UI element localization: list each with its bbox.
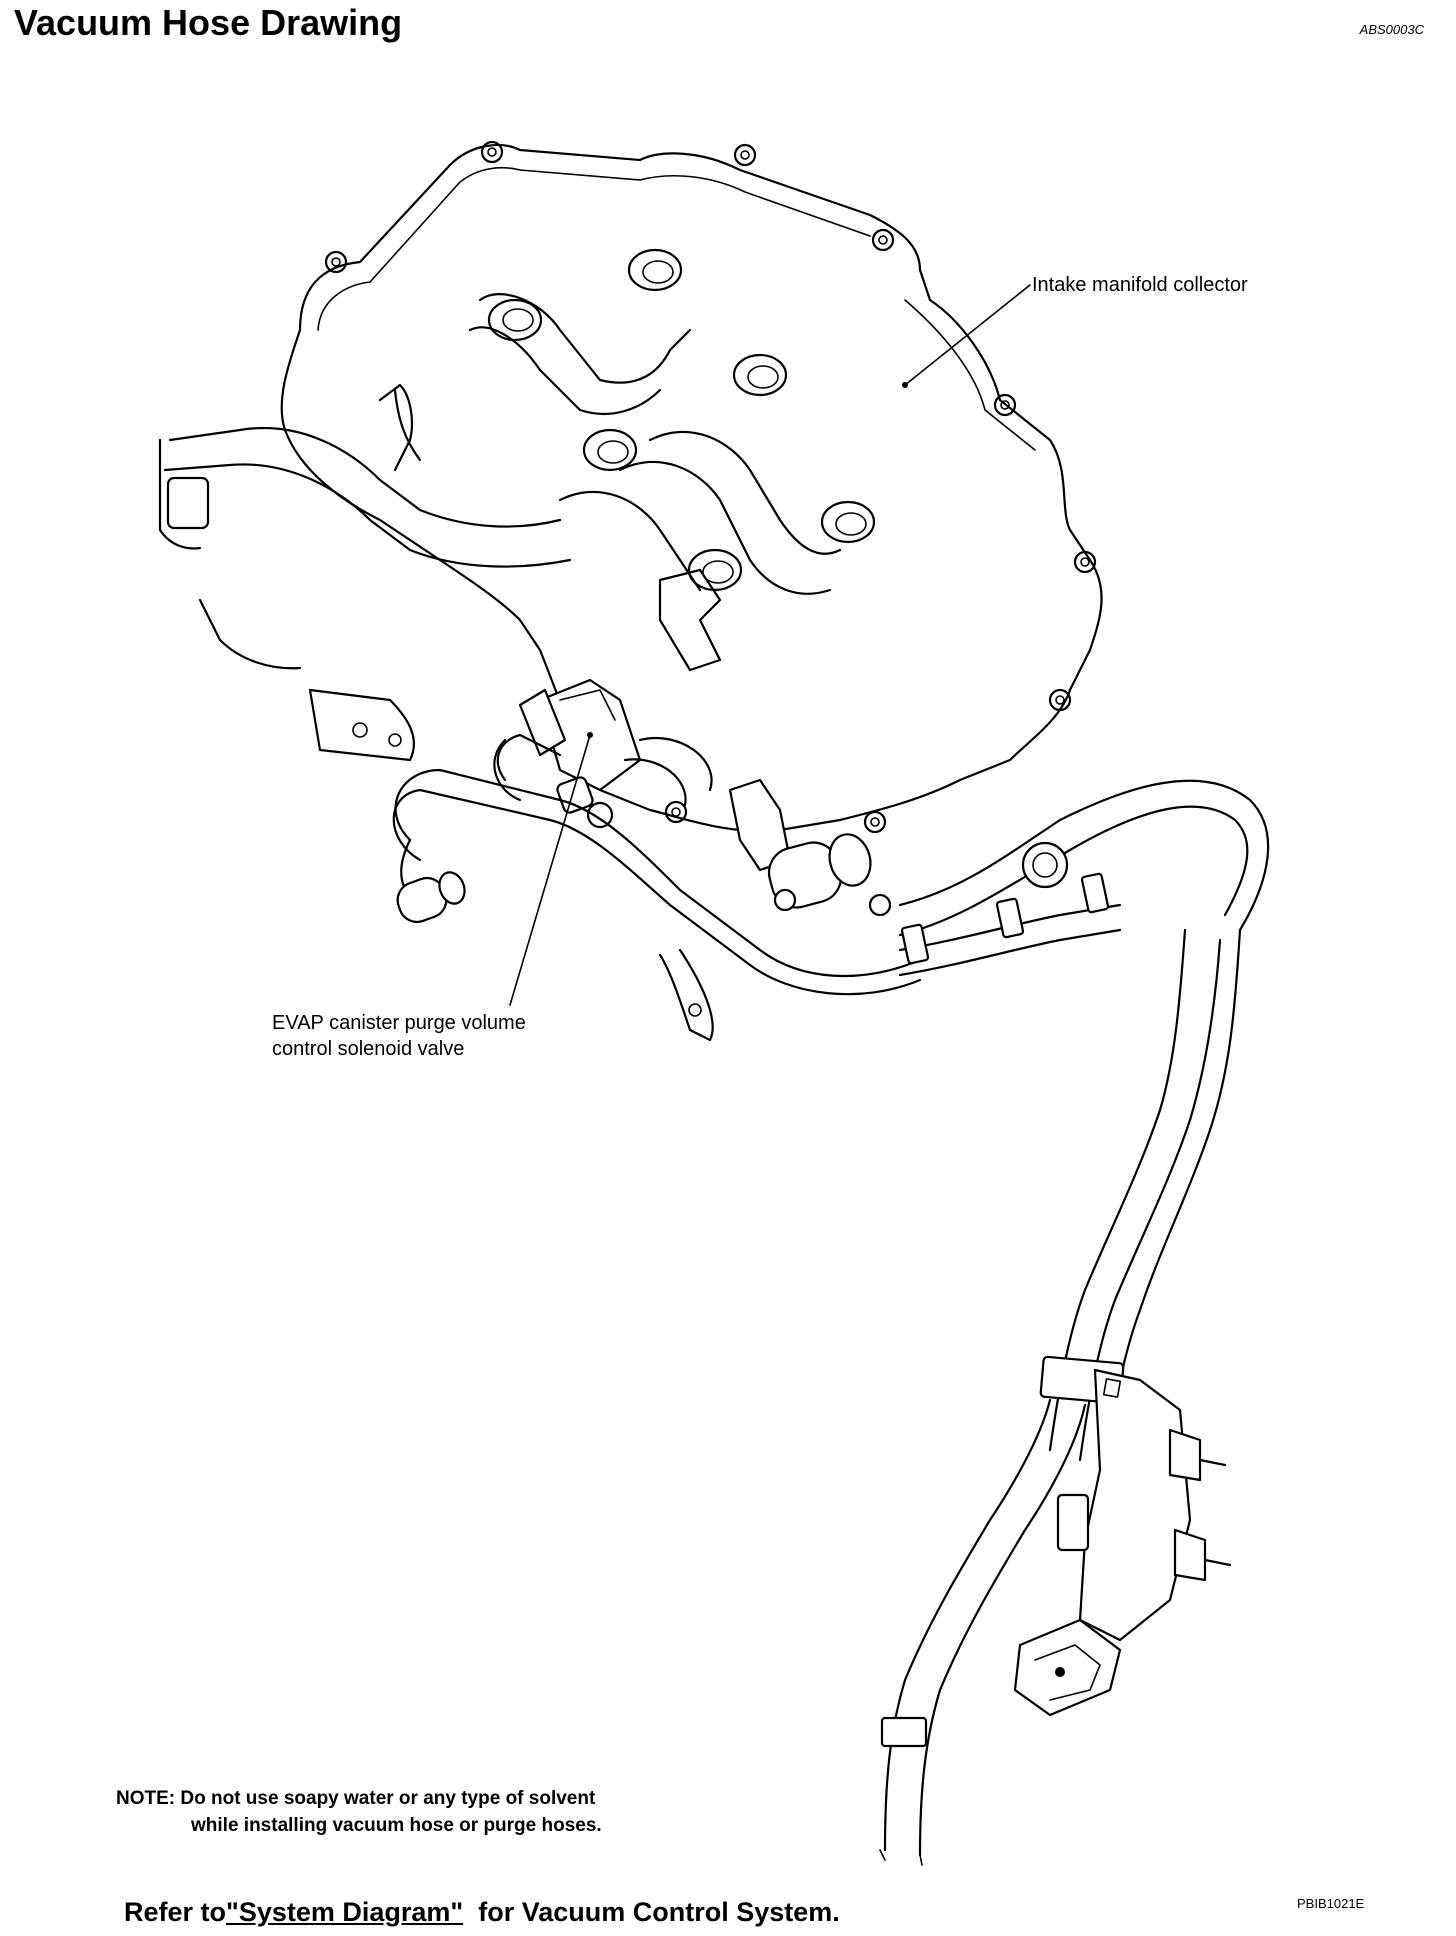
callout-leaders bbox=[509, 284, 1031, 1006]
refer-prefix: Refer to bbox=[124, 1897, 227, 1927]
page-title: Vacuum Hose Drawing bbox=[14, 2, 403, 43]
intake-manifold-callout: Intake manifold collector bbox=[1032, 274, 1248, 296]
refer-suffix: for Vacuum Control System. bbox=[463, 1897, 840, 1927]
purge-tube-left bbox=[392, 768, 922, 1042]
refer-footer: Refer to"System Diagram" for Vacuum Cont… bbox=[124, 1897, 840, 1928]
figure-code: PBIB1021E bbox=[1297, 1896, 1365, 1911]
note-line2: while installing vacuum hose or purge ho… bbox=[191, 1815, 602, 1836]
evap-purge-solenoid-valve bbox=[493, 678, 713, 829]
installation-note: NOTE: Do not use soapy water or any type… bbox=[116, 1785, 602, 1839]
document-code: ABS0003C bbox=[1359, 22, 1424, 37]
intake-manifold-collector bbox=[158, 140, 1103, 834]
note-line1: NOTE: Do not use soapy water or any type… bbox=[116, 1788, 596, 1809]
hose-bracket-assembly bbox=[728, 778, 892, 917]
evap-valve-callout: EVAP canister purge volume control solen… bbox=[272, 1010, 526, 1062]
evap-callout-line1: EVAP canister purge volume bbox=[272, 1012, 526, 1034]
purge-hose-main bbox=[879, 779, 1270, 1866]
evap-callout-line2: control solenoid valve bbox=[272, 1038, 465, 1060]
system-diagram-link[interactable]: "System Diagram" bbox=[226, 1897, 464, 1927]
